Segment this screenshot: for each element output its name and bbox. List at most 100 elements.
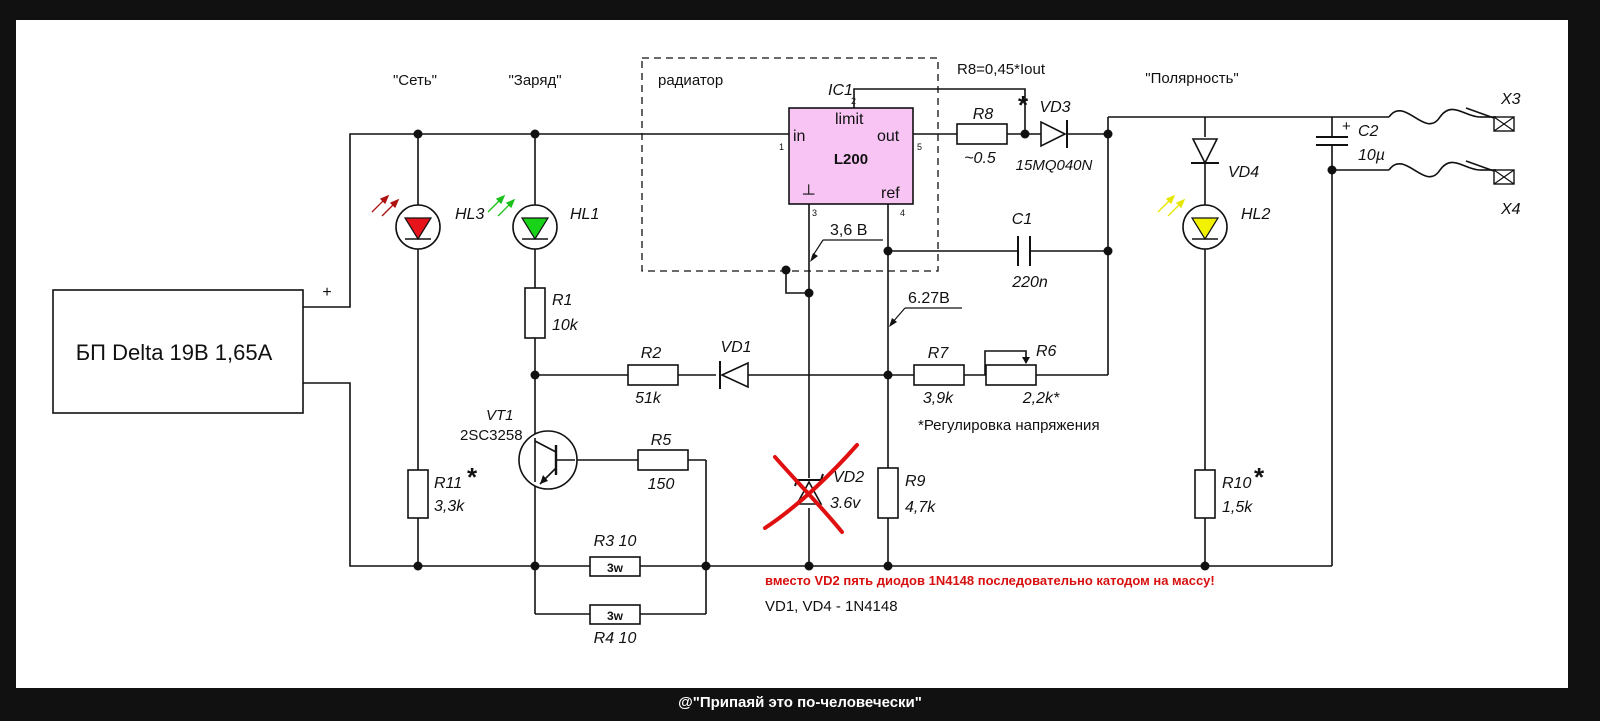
led-hl2: HL2 bbox=[1157, 194, 1270, 250]
transistor-vt1: VT1 2SC3258 bbox=[460, 407, 578, 490]
x4-label: X4 bbox=[1500, 201, 1521, 218]
diode-vd4: VD4 bbox=[1191, 138, 1259, 181]
resistor-r1: R1 10k bbox=[524, 287, 579, 339]
voltage-annotation-ref-pin: 6.27В bbox=[889, 290, 962, 327]
junction-dot bbox=[530, 561, 540, 571]
junction-dot bbox=[883, 370, 893, 380]
junction-dot bbox=[883, 561, 893, 571]
junction-dot bbox=[804, 288, 814, 298]
junction-dot bbox=[1020, 129, 1030, 139]
ic-pin-out: out bbox=[877, 128, 900, 145]
led-hl1: HL1 bbox=[487, 194, 599, 250]
c2-plus: + bbox=[1342, 118, 1351, 135]
c1-ref: C1 bbox=[1012, 211, 1032, 228]
vd2-value: 3.6v bbox=[830, 495, 861, 512]
resistor-r11: R11 * 3,3k bbox=[407, 462, 478, 519]
r1-value: 10k bbox=[552, 317, 579, 334]
r8-value: ~0.5 bbox=[964, 150, 996, 167]
note-voltage-adjust: *Регулировка напряжения bbox=[918, 417, 1100, 434]
junction-dot bbox=[530, 129, 540, 139]
diode-vd3: VD3 15MQ040N bbox=[1016, 99, 1093, 174]
potentiometer-r6: R6 2,2k* bbox=[985, 343, 1060, 407]
vt1-part: 2SC3258 bbox=[460, 427, 523, 444]
ic-pin-ref: ref bbox=[881, 185, 900, 202]
vd3-part: 15MQ040N bbox=[1016, 157, 1093, 174]
vd3-ref: VD3 bbox=[1039, 99, 1070, 116]
indicator-label-charge: "Заряд" bbox=[508, 72, 561, 89]
r1-ref: R1 bbox=[552, 292, 572, 309]
resistor-r10: R10 * 1,5k bbox=[1194, 462, 1265, 519]
ic-l200: IC1 L200 in limit out ref ┴ 1 2 3 4 5 bbox=[779, 82, 922, 218]
indicator-label-polarity: "Полярность" bbox=[1145, 70, 1238, 87]
junction-dot bbox=[1103, 129, 1113, 139]
hl3-label: HL3 bbox=[455, 206, 484, 223]
ic-pin-number-2: 2 bbox=[851, 96, 856, 106]
r11-star: * bbox=[467, 462, 478, 492]
resistor-r8: R8 * ~0.5 bbox=[956, 90, 1029, 167]
c2-value: 10µ bbox=[1358, 147, 1385, 164]
psu-label: БП Delta 19В 1,65А bbox=[76, 340, 273, 365]
junction-dot bbox=[883, 246, 893, 256]
junction-dots bbox=[413, 129, 1337, 571]
schematic-diagram: БП Delta 19В 1,65А + "Сеть" "Заряд" "Пол… bbox=[52, 57, 1521, 647]
r11-value: 3,3k bbox=[434, 498, 465, 515]
junction-dot bbox=[781, 265, 791, 275]
note-vd2-replacement: вместо VD2 пять диодов 1N4148 последоват… bbox=[765, 573, 1215, 588]
r11-ref: R11 bbox=[434, 475, 462, 492]
connector-x3: X3 bbox=[1465, 91, 1521, 132]
resistor-r3: R3 10 3w bbox=[589, 533, 641, 577]
voltage-ref-pin: 6.27В bbox=[908, 290, 950, 307]
junction-dot bbox=[1327, 165, 1337, 175]
ic-pin-number-4: 4 bbox=[900, 208, 905, 218]
heatsink-label: радиатор bbox=[658, 72, 723, 89]
resistor-r9: R9 4,7k bbox=[877, 467, 936, 519]
psu-plus-sign: + bbox=[322, 284, 331, 301]
x3-label: X3 bbox=[1500, 91, 1521, 108]
heatsink-outline: радиатор bbox=[641, 57, 939, 272]
wires bbox=[303, 88, 1481, 615]
junction-dot bbox=[413, 129, 423, 139]
r8-star: * bbox=[1018, 90, 1029, 120]
hl2-label: HL2 bbox=[1241, 206, 1270, 223]
junction-dot bbox=[1103, 246, 1113, 256]
voltage-gnd-pin: 3,6 В bbox=[830, 222, 867, 239]
ic-pin-number-3: 3 bbox=[812, 208, 817, 218]
r5-value: 150 bbox=[648, 476, 675, 493]
resistor-r5: R5 150 bbox=[637, 432, 689, 493]
r10-star: * bbox=[1254, 462, 1265, 492]
c2-ref: C2 bbox=[1358, 123, 1379, 140]
zener-diode-vd2: VD2 3.6v bbox=[763, 443, 864, 534]
vd2-cross-out-mark bbox=[763, 443, 859, 534]
voltage-annotation-gnd-pin: 3,6 В bbox=[810, 222, 883, 262]
diode-vd1: VD1 bbox=[719, 339, 752, 389]
junction-dot bbox=[1200, 561, 1210, 571]
ic-part: L200 bbox=[834, 151, 868, 168]
note-diode-types: VD1, VD4 - 1N4148 bbox=[765, 598, 898, 615]
r3-ref: R3 10 bbox=[594, 533, 637, 550]
r10-ref: R10 bbox=[1222, 475, 1251, 492]
capacitor-c2: + C2 10µ bbox=[1316, 118, 1385, 164]
junction-dot bbox=[804, 561, 814, 571]
led-hl3: HL3 bbox=[371, 194, 484, 250]
r9-ref: R9 bbox=[905, 473, 926, 490]
resistor-r2: R2 51k bbox=[627, 345, 679, 407]
junction-dot bbox=[530, 370, 540, 380]
r4-power: 3w bbox=[607, 609, 624, 623]
junction-dot bbox=[413, 561, 423, 571]
connector-x4: X4 bbox=[1465, 160, 1521, 218]
hl1-label: HL1 bbox=[570, 206, 599, 223]
r7-ref: R7 bbox=[928, 345, 950, 362]
r10-value: 1,5k bbox=[1222, 499, 1253, 516]
ic-pin-gnd: ┴ bbox=[802, 184, 815, 203]
ic-pin-in: in bbox=[793, 128, 805, 145]
ic-ref: IC1 bbox=[828, 82, 853, 99]
r8-ref: R8 bbox=[973, 106, 994, 123]
vd4-label: VD4 bbox=[1228, 164, 1259, 181]
capacitor-c1: C1 220n bbox=[1011, 211, 1048, 291]
ic-pin-number-5: 5 bbox=[917, 142, 922, 152]
vd1-label: VD1 bbox=[720, 339, 751, 356]
vt1-ref: VT1 bbox=[486, 407, 514, 424]
resistor-r4: 3w R4 10 bbox=[589, 604, 641, 647]
author-credit: @"Припаяй это по-человечески" bbox=[678, 694, 922, 711]
